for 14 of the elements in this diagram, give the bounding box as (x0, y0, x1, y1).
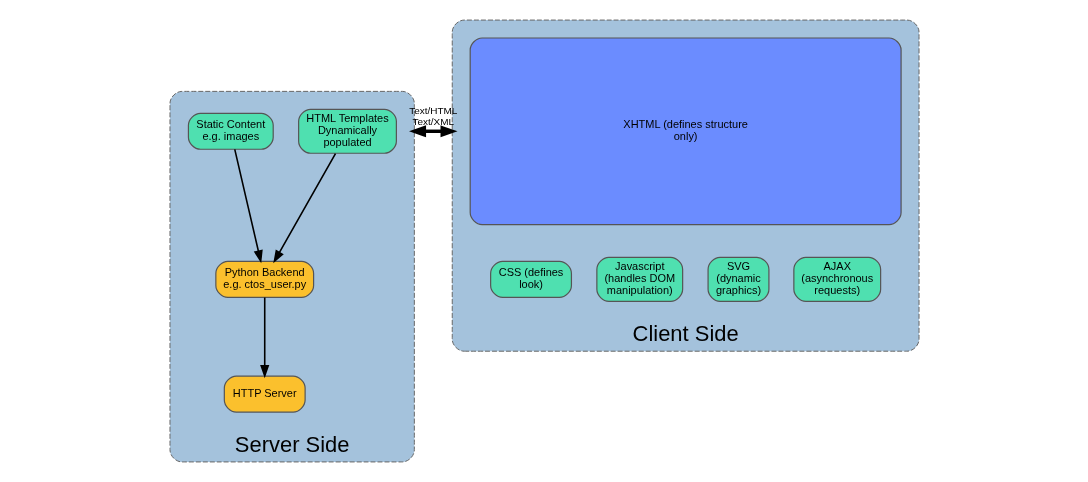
node-box: SVG (dynamic graphics) (707, 256, 769, 302)
edge-label: Text/HTML Text/XML (408, 105, 457, 128)
node-box: HTTP Server (223, 375, 306, 413)
node-box: Python Backend e.g. ctos_user.py (214, 260, 314, 298)
node-box: HTML Templates Dynamically populated (297, 108, 397, 154)
node-box: CSS (defines look) (489, 260, 572, 298)
node-box: XHTML (defines structure only) (469, 37, 902, 226)
node-box: AJAX (asynchronous requests) (792, 256, 881, 302)
node-box: Static Content e.g. images (187, 112, 274, 150)
arrow (259, 296, 269, 379)
arrow (233, 148, 263, 264)
node-box: Javascript (handles DOM manipulation) (595, 256, 683, 302)
arrow (272, 152, 336, 264)
arrow (408, 125, 458, 138)
